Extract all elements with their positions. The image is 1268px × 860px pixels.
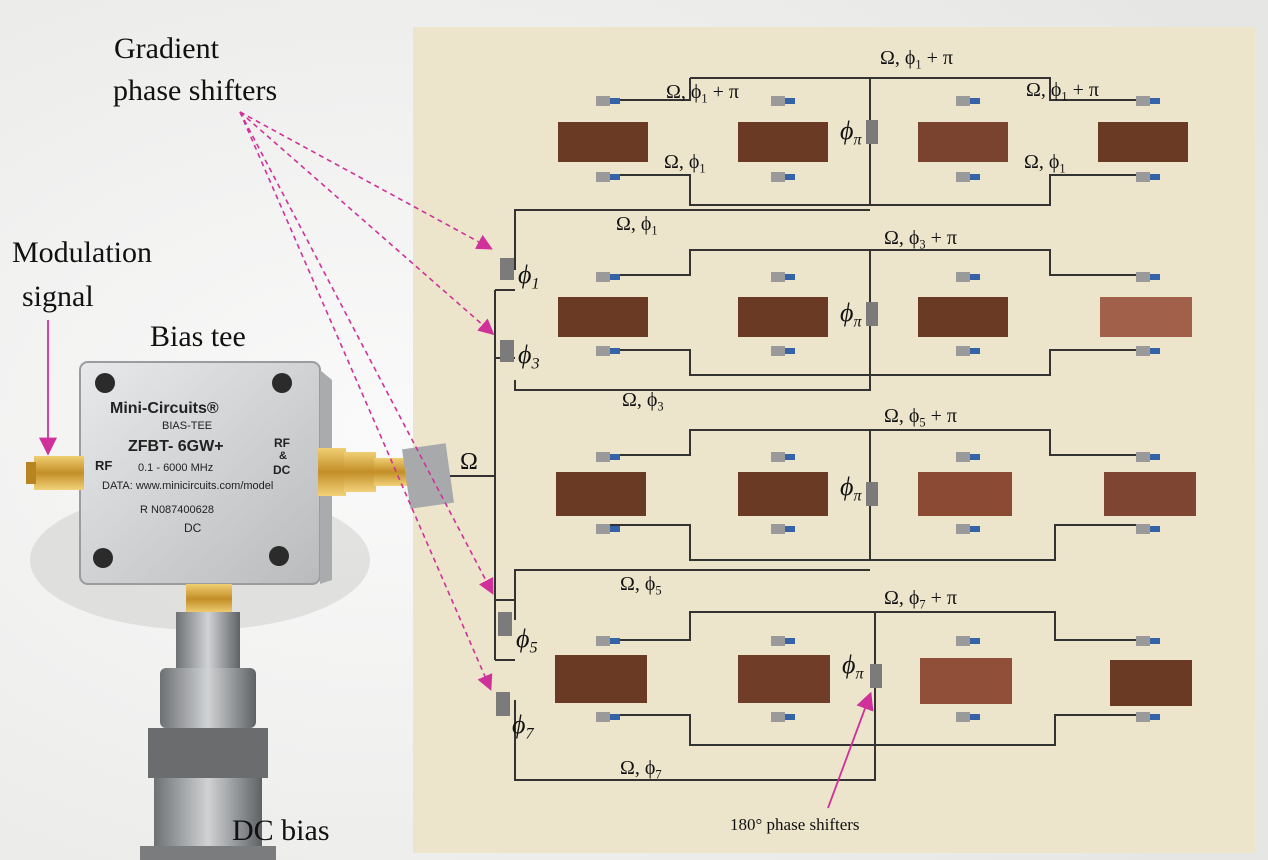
- row3-feed-label: Ω, ϕ5: [620, 573, 662, 598]
- shifter-phi7-label: ϕ7: [512, 710, 534, 743]
- device-serial: R N087400628: [140, 504, 215, 516]
- gradient-label-line2: phase shifters: [113, 74, 278, 107]
- device-brand: Mini-Circuits®: [110, 400, 219, 417]
- patch: [1098, 122, 1188, 162]
- patch: [738, 472, 828, 516]
- device-model: ZFBT- 6GW+: [128, 438, 224, 455]
- patch: [556, 472, 646, 516]
- patch: [918, 122, 1008, 162]
- row1-feed-label: Ω, ϕ1: [616, 213, 658, 238]
- bias-tee-label: Bias tee: [150, 320, 246, 353]
- phase180-label: 180° phase shifters: [730, 815, 860, 834]
- patch: [1110, 660, 1192, 706]
- screw-icon: [95, 373, 115, 393]
- device-type: BIAS-TEE: [162, 420, 213, 432]
- row1-left-bottom-label: Ω, ϕ1: [664, 151, 706, 176]
- row2-top-label: Ω, ϕ3 + π: [884, 227, 957, 252]
- rf-input-connector: [26, 456, 84, 490]
- patch: [558, 122, 648, 162]
- feed-traces: [450, 77, 1140, 781]
- antenna-patches: [555, 122, 1196, 706]
- device-dc-label: DC: [184, 521, 202, 535]
- patch: [918, 472, 1012, 516]
- pi-shifter-row3: ϕπ: [840, 472, 862, 505]
- screw-icon: [272, 373, 292, 393]
- screw-icon: [93, 548, 113, 568]
- screw-icon: [269, 546, 289, 566]
- patch: [1104, 472, 1196, 516]
- omega-input-label: Ω: [460, 449, 478, 475]
- shifter-phi1-label: ϕ1: [518, 260, 540, 293]
- patch: [555, 655, 647, 703]
- patch: [558, 297, 648, 337]
- row3-top-label: Ω, ϕ5 + π: [884, 405, 957, 430]
- patch: [738, 122, 828, 162]
- row4-feed-label: Ω, ϕ7: [620, 757, 662, 782]
- solid-arrows: [39, 320, 874, 809]
- device-rfdc-2: &: [279, 450, 287, 462]
- callout-arrows: [239, 111, 495, 691]
- row4-top-label: Ω, ϕ7 + π: [884, 587, 957, 612]
- modulation-label-line1: Modulation: [12, 236, 152, 269]
- dc-bias-label: DC bias: [232, 814, 330, 847]
- device-rf-label: RF: [95, 458, 113, 473]
- shifter-phi3-label: ϕ3: [518, 340, 540, 373]
- device-rfdc-1: RF: [274, 436, 290, 450]
- pi-shifter-row1: ϕπ: [840, 116, 862, 149]
- device-range: 0.1 - 6000 MHz: [138, 462, 214, 474]
- patch: [918, 297, 1008, 337]
- device-rfdc-3: DC: [273, 463, 291, 477]
- row1-right-inner-label: Ω, ϕ1 + π: [1026, 79, 1099, 104]
- rf-dc-output-connector: [318, 443, 454, 509]
- patch: [920, 658, 1012, 704]
- gradient-label-line1: Gradient: [114, 32, 219, 65]
- shifter-phi5-label: ϕ5: [516, 624, 538, 657]
- patch: [1100, 297, 1192, 337]
- bias-tee-device: [79, 361, 332, 585]
- modulation-label-line2: signal: [22, 280, 94, 313]
- diode-components: [496, 96, 1160, 722]
- patch: [738, 297, 828, 337]
- row1-top-label: Ω, ϕ1 + π: [880, 47, 953, 72]
- dc-connector: [140, 584, 276, 860]
- patch: [738, 655, 830, 703]
- row1-left-inner-label: Ω, ϕ1 + π: [666, 81, 739, 106]
- row1-right-bottom-label: Ω, ϕ1: [1024, 151, 1066, 176]
- row2-feed-label: Ω, ϕ3: [622, 389, 664, 414]
- pi-shifter-row4: ϕπ: [842, 650, 864, 683]
- pi-shifter-row2: ϕπ: [840, 298, 862, 331]
- device-data-url: DATA: www.minicircuits.com/model: [102, 480, 274, 492]
